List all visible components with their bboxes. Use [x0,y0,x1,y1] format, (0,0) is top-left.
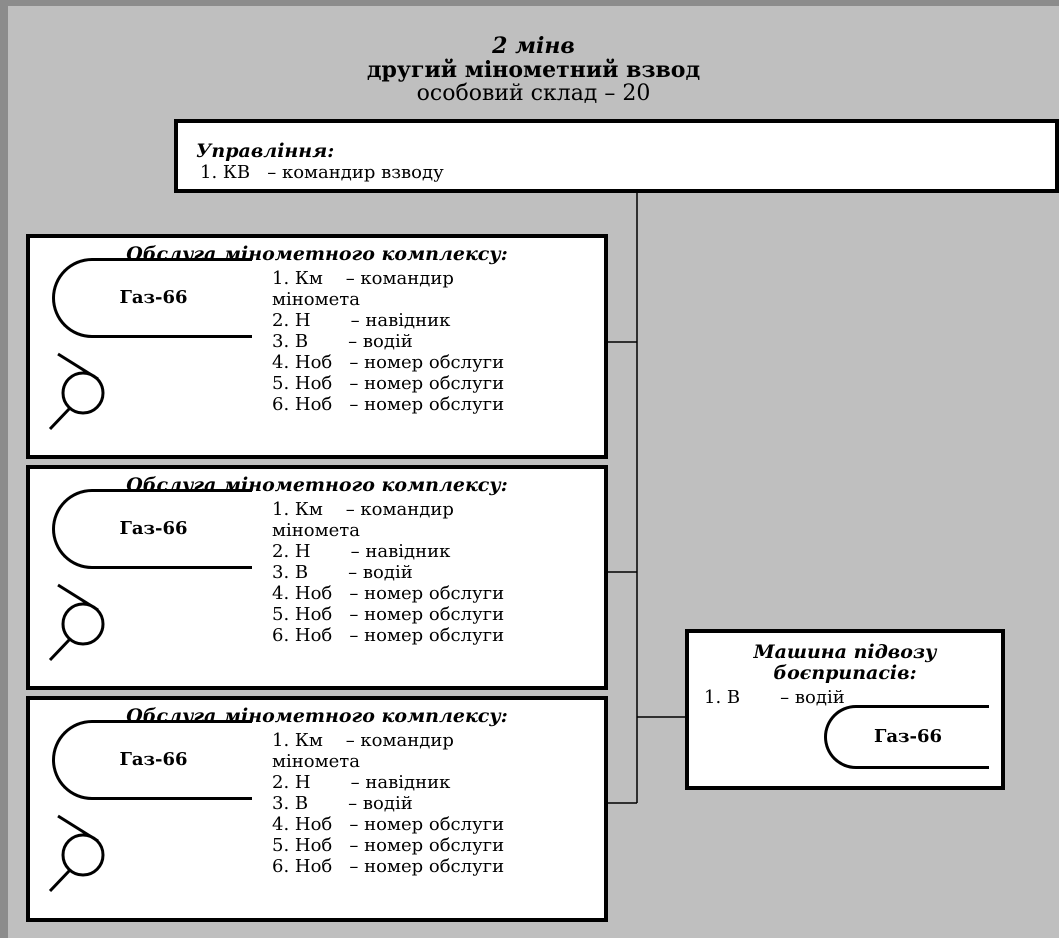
vehicle-label: Газ-66 [119,749,188,770]
crew-member-list: 1. Км – командир мінометa 2. Н – навідни… [272,499,602,646]
mortar-icon [48,583,105,662]
vehicle-icon: Газ-66 [52,258,252,338]
crew-member: мінометa [272,751,360,772]
crew-member: 1. Км – командир [272,730,454,751]
ammo-title-line-1: Машина підвозу [753,641,937,663]
personnel-count: особовий склад – 20 [416,81,651,106]
crew-member: 5. Ноб – номер обслуги [272,604,505,625]
vehicle-label: Газ-66 [119,518,188,539]
crew-member: мінометa [272,520,360,541]
crew-member-list: 1. Км – командир мінометa 2. Н – навідни… [272,268,602,415]
crew-member: 3. В – водій [272,793,413,814]
management-box: Управління: 1. КВ – командир взводу [174,119,1059,193]
crew-member: 2. Н – навідник [272,541,451,562]
mortar-crew-box-2: Обслуга мінометного комплексу: Газ-66 1.… [26,465,608,690]
vehicle-label: Газ-66 [873,726,943,747]
connector-lines [608,187,685,804]
mortar-icon [48,352,105,431]
ammo-member-list: 1. В – водій [704,687,845,708]
unit-designation: 2 мінв [492,33,575,59]
crew-member-list: 1. Км – командир мінометa 2. Н – навідни… [272,730,602,877]
ammo-title: Машина підвозу боєприпасів: [689,642,1001,684]
crew-member: 4. Ноб – номер обслуги [272,352,505,373]
vehicle-icon: Газ-66 [52,489,252,569]
mortar-crew-box-1: Обслуга мінометного комплексу: Газ-66 1.… [26,234,608,459]
crew-member: 1. Км – командир [272,499,454,520]
ammo-vehicle-box: Машина підвозу боєприпасів: 1. В – водій… [685,629,1005,790]
crew-member: 6. Ноб – номер обслуги [272,625,505,646]
crew-member: 6. Ноб – номер обслуги [272,394,505,415]
unit-name: другий мінометний взвод [366,57,701,83]
crew-member: 3. В – водій [272,562,413,583]
crew-member: 5. Ноб – номер обслуги [272,373,505,394]
crew-member: 4. Ноб – номер обслуги [272,583,505,604]
ammo-member: 1. В – водій [704,687,845,708]
crew-member: 1. Км – командир [272,268,454,289]
mortar-crew-box-3: Обслуга мінометного комплексу: Газ-66 1.… [26,696,608,922]
management-member: 1. КВ – командир взводу [200,162,444,183]
crew-member: 3. В – водій [272,331,413,352]
mortar-icon [48,814,105,893]
ammo-title-line-2: боєприпасів: [773,662,917,684]
crew-member: мінометa [272,289,360,310]
management-title: Управління: [196,140,335,162]
crew-member: 2. Н – навідник [272,772,451,793]
vehicle-label: Газ-66 [119,287,188,308]
vehicle-icon: Газ-66 [824,705,989,769]
crew-member: 5. Ноб – номер обслуги [272,835,505,856]
crew-member: 2. Н – навідник [272,310,451,331]
crew-member: 4. Ноб – номер обслуги [272,814,505,835]
vehicle-icon: Газ-66 [52,720,252,800]
crew-member: 6. Ноб – номер обслуги [272,856,505,877]
